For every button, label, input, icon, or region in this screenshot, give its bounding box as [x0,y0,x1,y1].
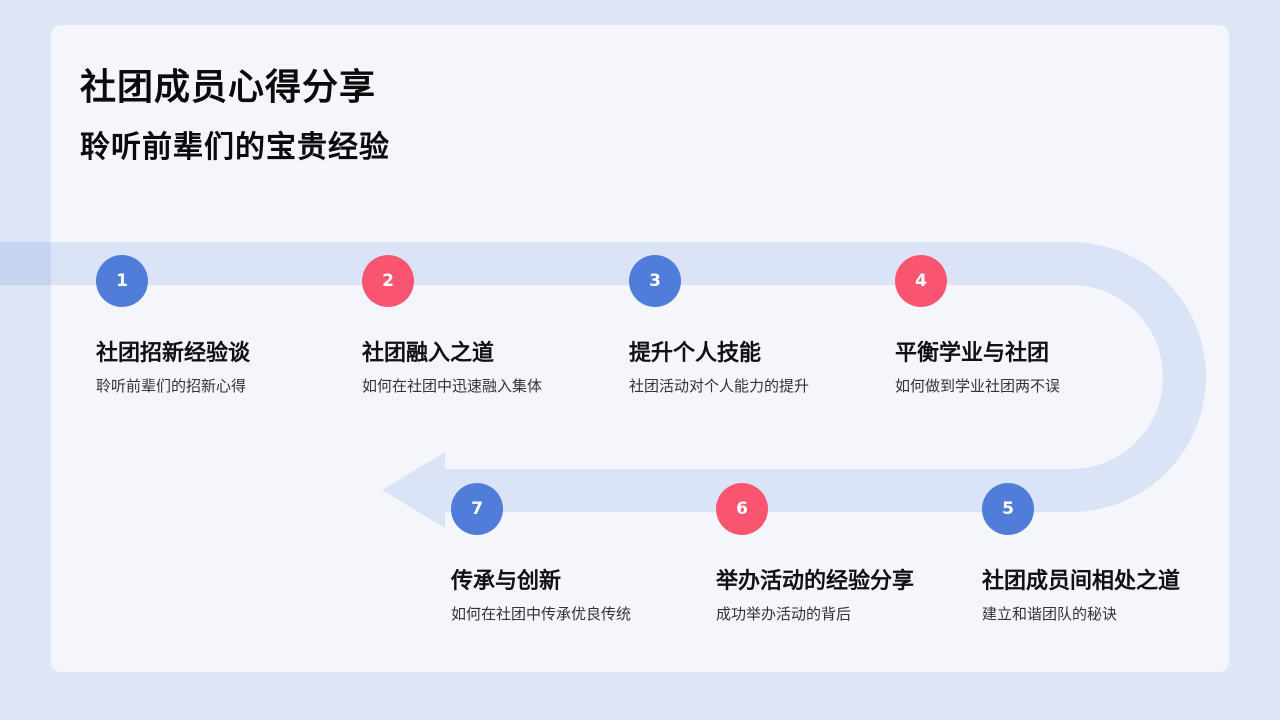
step-node-4: 4 [895,255,947,307]
step-node-6: 6 [716,483,768,535]
step-title-3: 提升个人技能 [629,341,762,366]
step-title-7: 传承与创新 [451,569,562,594]
step-node-7: 7 [451,483,503,535]
page-title: 社团成员心得分享 [80,67,377,108]
step-desc-2: 如何在社团中迅速融入集体 [362,377,543,395]
step-node-3: 3 [629,255,681,307]
step-title-6: 举办活动的经验分享 [716,569,915,594]
path-lead-in [0,242,51,285]
path-curve [1071,242,1206,512]
step-desc-3: 社团活动对个人能力的提升 [629,377,810,395]
step-title-4: 平衡学业与社团 [895,341,1050,366]
step-node-1: 1 [96,255,148,307]
step-desc-1: 聆听前辈们的招新心得 [96,377,247,395]
step-desc-6: 成功举办活动的背后 [716,605,852,623]
step-node-5: 5 [982,483,1034,535]
step-title-5: 社团成员间相处之道 [982,569,1181,594]
step-desc-5: 建立和谐团队的秘诀 [982,605,1118,623]
page-subtitle: 聆听前辈们的宝贵经验 [80,130,390,165]
path-arrowhead [382,452,445,528]
step-desc-7: 如何在社团中传承优良传统 [451,605,632,623]
step-title-1: 社团招新经验谈 [96,341,251,366]
step-title-2: 社团融入之道 [362,341,495,366]
step-desc-4: 如何做到学业社团两不误 [895,377,1061,395]
content-card [51,25,1229,672]
step-node-2: 2 [362,255,414,307]
